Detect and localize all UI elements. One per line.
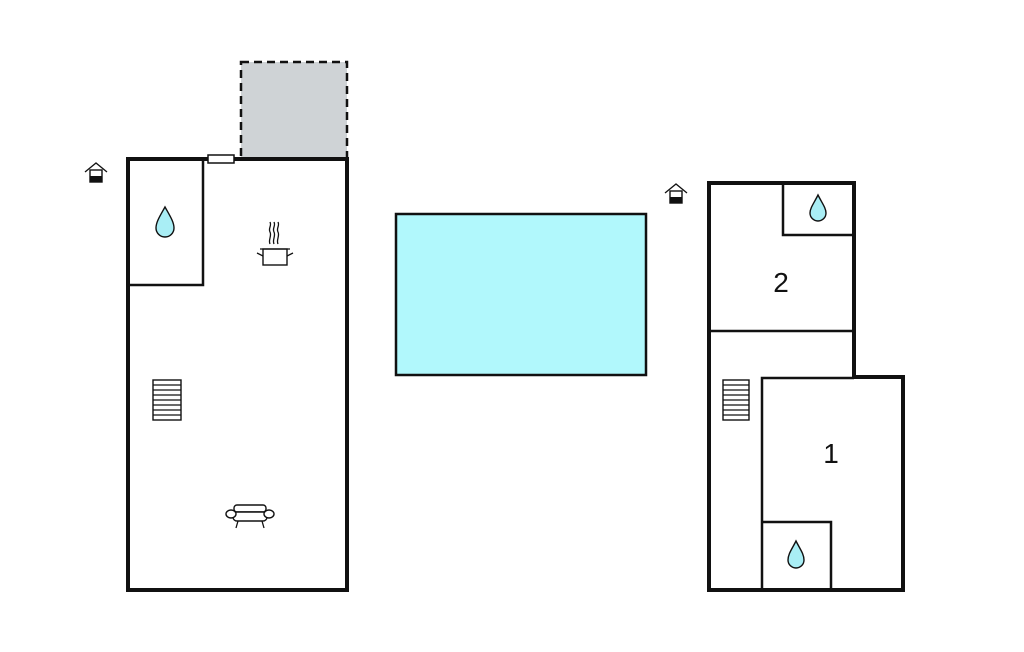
lower-bathroom (762, 520, 833, 590)
stairs-icon (722, 379, 750, 421)
right-building: 2 1 (707, 181, 905, 592)
water-drop-icon (155, 205, 175, 238)
terrace (239, 60, 349, 161)
swimming-pool (394, 212, 648, 377)
water-drop-icon (787, 539, 805, 569)
water-drop-icon (809, 193, 827, 222)
right-building-outline (707, 181, 905, 592)
stairs-icon (152, 379, 182, 421)
bedroom-1-wall (760, 376, 854, 590)
left-building (126, 60, 349, 592)
left-building-outline (126, 157, 349, 592)
sofa-icon (225, 504, 275, 529)
door (207, 154, 235, 164)
bathroom (126, 157, 205, 287)
room-number-2: 2 (773, 267, 789, 298)
entrance-icon (664, 183, 688, 204)
cooking-pot-icon (256, 221, 294, 266)
upper-bathroom (781, 183, 852, 237)
room-number-1: 1 (823, 438, 839, 469)
entrance-icon (84, 162, 108, 183)
